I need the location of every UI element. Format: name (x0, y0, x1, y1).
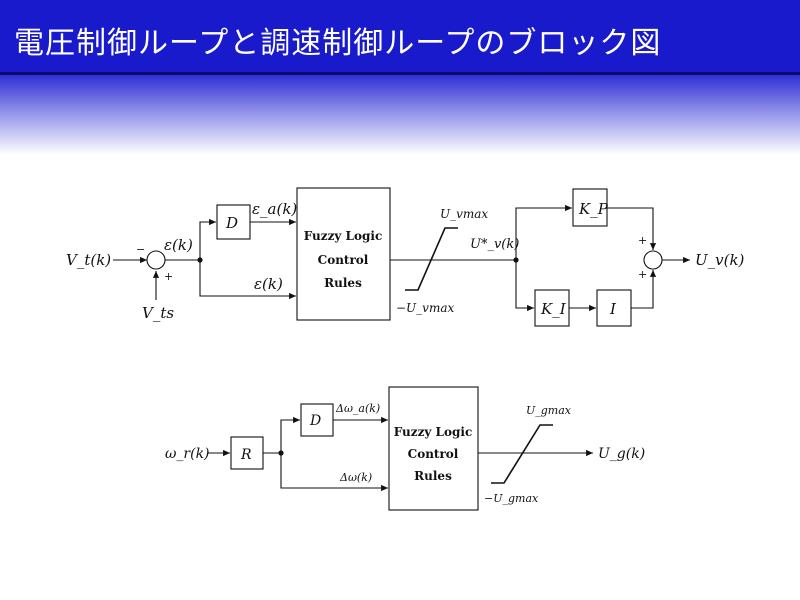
sum-plus-sign: + (164, 270, 173, 283)
voltage-d-label: D (225, 214, 238, 232)
out-plus-top-sign: + (638, 234, 647, 247)
slide-header: 電圧制御ループと調速制御ループのブロック図 (0, 0, 800, 75)
r-label: R (240, 447, 252, 463)
error-label: ε(k) (164, 236, 193, 254)
header-gradient (0, 75, 800, 155)
voltage-input-label: V_t(k) (66, 251, 111, 269)
voltage-output-label: U_v(k) (695, 251, 745, 269)
speed-control-loop (208, 386, 593, 511)
slide-title: 電圧制御ループと調速制御ループのブロック図 (14, 26, 662, 61)
speed-output-label: U_g(k) (598, 446, 645, 462)
speed-input-label: ω_r(k) (165, 446, 210, 462)
voltage-sat-max-label: U_vmax (440, 207, 488, 221)
speed-fuzzy-line1: Fuzzy Logic (394, 425, 473, 439)
speed-saturation-curve (491, 424, 553, 484)
voltage-fuzzy-line3: Rules (324, 276, 362, 290)
voltage-fuzzy-line1: Fuzzy Logic (304, 229, 383, 243)
integrator-block (596, 289, 632, 327)
rate-label: Δω_a(k) (335, 402, 380, 415)
voltage-sat-min-label: −U_vmax (396, 301, 454, 315)
intermediate-label: U*_v(k) (470, 237, 519, 252)
kp-block (572, 188, 608, 227)
voltage-output-summing-junction (643, 250, 663, 270)
voltage-control-loop (113, 187, 690, 327)
out-plus-bottom-sign: + (638, 268, 647, 281)
error-rate-label: ε_a(k) (252, 200, 297, 218)
voltage-fuzzy-line2: Control (318, 253, 369, 267)
speed-d-label: D (309, 413, 321, 429)
voltage-saturation-curve (405, 227, 458, 291)
r-block (230, 436, 264, 470)
integrator-label: I (609, 300, 617, 318)
speed-sat-min-label: −U_gmax (484, 492, 539, 505)
voltage-summing-junction (146, 250, 166, 270)
delta-label: Δω(k) (339, 471, 372, 484)
speed-fuzzy-line3: Rules (414, 469, 452, 483)
speed-sat-max-label: U_gmax (526, 404, 572, 417)
reference-label: V_ts (142, 304, 174, 322)
voltage-fuzzy-block (296, 187, 391, 321)
voltage-loop-labels: V_t(k) − + V_ts ε(k) D ε_a(k) ε(k) Fuzzy… (66, 200, 745, 322)
kp-label: K_P (578, 200, 609, 218)
ki-block (534, 289, 570, 327)
sum-minus-sign: − (136, 243, 145, 256)
speed-fuzzy-block (388, 386, 479, 511)
speed-loop-labels: ω_r(k) R D Δω_a(k) Δω(k) Fuzzy Logic Con… (165, 402, 645, 505)
speed-fuzzy-line2: Control (408, 447, 459, 461)
error-lower-label: ε(k) (254, 275, 283, 293)
ki-label: K_I (540, 300, 567, 318)
speed-derivative-block (300, 403, 334, 437)
